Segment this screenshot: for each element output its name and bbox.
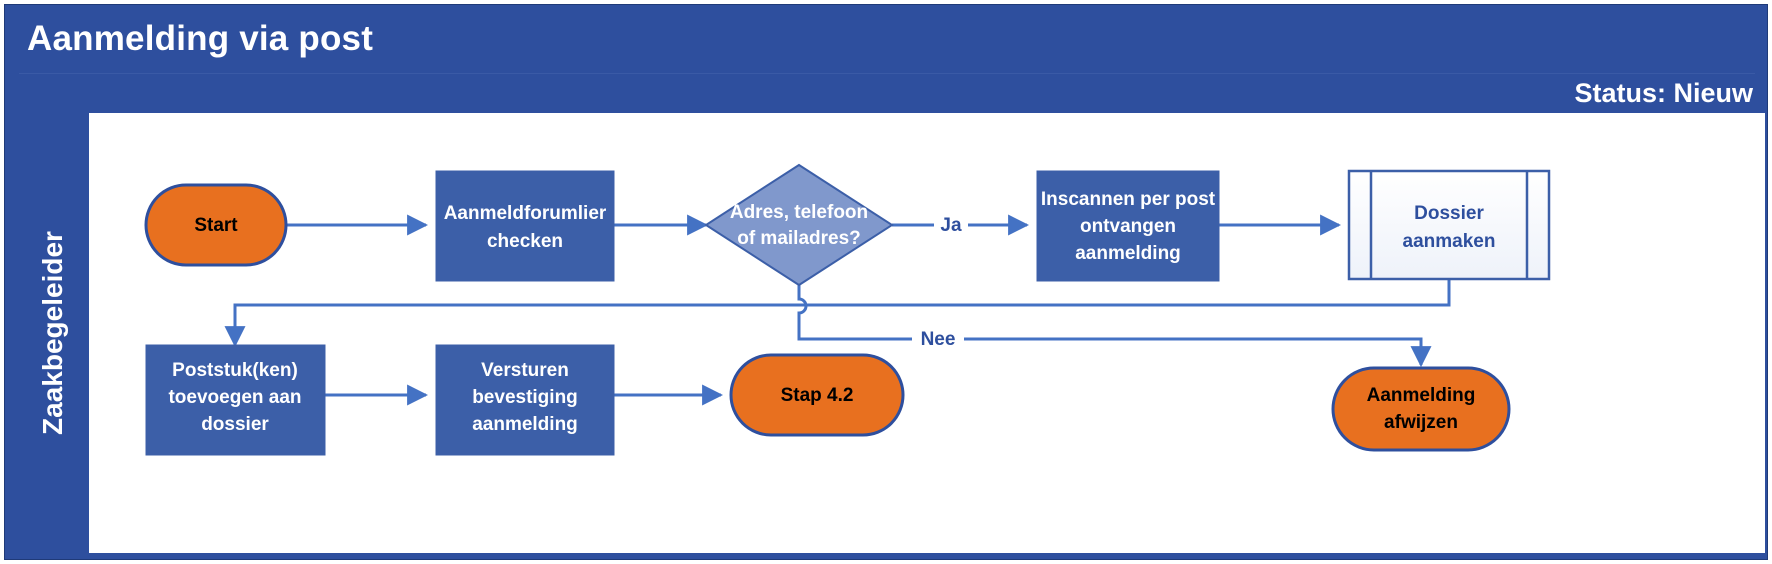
start-shape [144, 183, 288, 267]
node-create-file-line-2: aanmaken [1403, 231, 1496, 252]
create-file-shape [1347, 169, 1551, 281]
node-decision-line-2: of mailadres? [737, 228, 861, 249]
node-reject[interactable]: Aanmelding afwijzen [1331, 366, 1511, 452]
node-add-post-line-3: dossier [201, 414, 269, 435]
node-create-file[interactable]: Dossier aanmaken [1347, 169, 1551, 281]
node-scan-post-line-1: Inscannen per post [1041, 189, 1216, 210]
status-bar: Status: Nieuw [5, 74, 1767, 113]
edge-decision-to-reject [797, 278, 1432, 368]
node-scan-post-line-3: aanmelding [1075, 243, 1181, 264]
reject-shape [1331, 366, 1511, 452]
node-decision[interactable]: Adres, telefoon of mailadres? [704, 163, 894, 287]
edge-create-file-to-add-post [224, 278, 1451, 348]
node-send-confirm-line-1: Versturen [481, 360, 569, 381]
node-start[interactable]: Start [144, 183, 288, 267]
node-scan-post[interactable]: Inscannen per post ontvangen aanmelding [1036, 170, 1220, 282]
node-reject-line-2: afwijzen [1384, 412, 1458, 433]
node-send-confirm-line-2: bevestiging [472, 387, 578, 408]
node-send-confirm-line-3: aanmelding [472, 414, 578, 435]
edge-label-nee: Nee [921, 329, 956, 350]
node-scan-post-line-2: ontvangen [1080, 216, 1176, 237]
swimlane-label: Zaakbegeleider [17, 113, 89, 553]
flowchart-canvas: Ja Nee Start Aanmeldforumlier checken [89, 113, 1765, 553]
scan-post-shape [1036, 170, 1220, 282]
connector-layer [224, 214, 1451, 406]
node-add-post[interactable]: Poststuk(ken) toevoegen aan dossier [145, 344, 326, 456]
node-check-form-line-2: checken [487, 231, 563, 252]
node-add-post-line-2: toevoegen aan [168, 387, 301, 408]
node-add-post-line-1: Poststuk(ken) [172, 360, 298, 381]
node-step-42-label: Stap 4.2 [781, 385, 854, 406]
check-form-shape [435, 170, 615, 282]
page-title: Aanmelding via post [27, 19, 374, 58]
node-check-form-line-1: Aanmeldforumlier [444, 203, 607, 224]
node-step-42[interactable]: Stap 4.2 [729, 353, 905, 437]
edge-label-layer: Ja Nee [912, 211, 968, 353]
send-confirm-shape [435, 344, 615, 456]
swimlane-label-text: Zaakbegeleider [37, 231, 68, 435]
decision-shape [704, 163, 894, 287]
edge-label-ja: Ja [940, 215, 962, 236]
add-post-shape [145, 344, 326, 456]
status-badge: Status: Nieuw [1574, 78, 1753, 108]
node-start-label: Start [194, 215, 238, 236]
node-check-form[interactable]: Aanmeldforumlier checken [435, 170, 615, 282]
step-42-shape [729, 353, 905, 437]
node-create-file-line-1: Dossier [1414, 203, 1484, 224]
node-decision-line-1: Adres, telefoon [730, 202, 868, 223]
node-send-confirm[interactable]: Versturen bevestiging aanmelding [435, 344, 615, 456]
title-divider [19, 73, 1755, 74]
node-reject-line-1: Aanmelding [1367, 385, 1476, 406]
title-bar: Aanmelding via post [5, 5, 1767, 73]
diagram-frame: Aanmelding via post Status: Nieuw Zaakbe… [4, 4, 1768, 560]
